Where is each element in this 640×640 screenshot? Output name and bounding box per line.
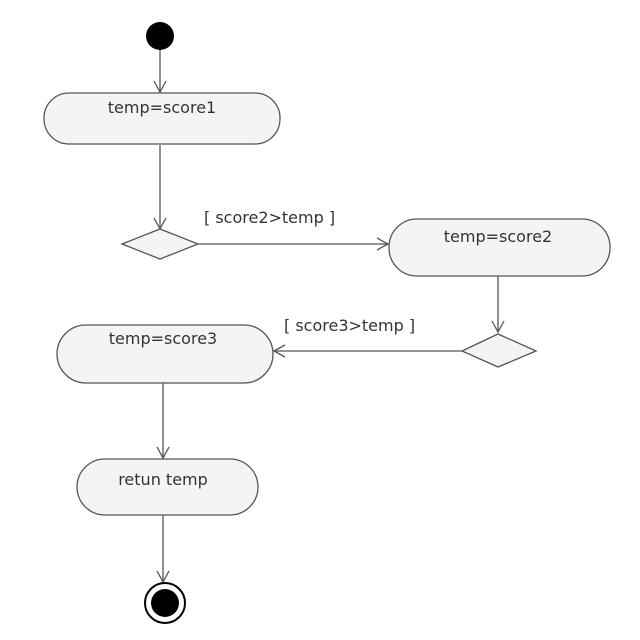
initial-node (146, 22, 174, 50)
action-node-score1: temp=score1 (43, 92, 281, 145)
decision-node-1 (120, 228, 200, 260)
action-node-score2: temp=score2 (388, 218, 611, 277)
action-node-return: retun temp (76, 458, 259, 516)
decision-node-2 (460, 333, 538, 368)
guard-label-score2: [ score2>temp ] (204, 208, 335, 227)
guard-label-score3: [ score3>temp ] (284, 316, 415, 335)
action-label-score1: temp=score1 (108, 98, 216, 117)
final-node (144, 582, 186, 624)
action-label-score2: temp=score2 (444, 227, 552, 246)
action-label-score3: temp=score3 (109, 329, 217, 348)
action-node-score3: temp=score3 (56, 324, 274, 384)
action-label-return: retun temp (118, 470, 208, 489)
